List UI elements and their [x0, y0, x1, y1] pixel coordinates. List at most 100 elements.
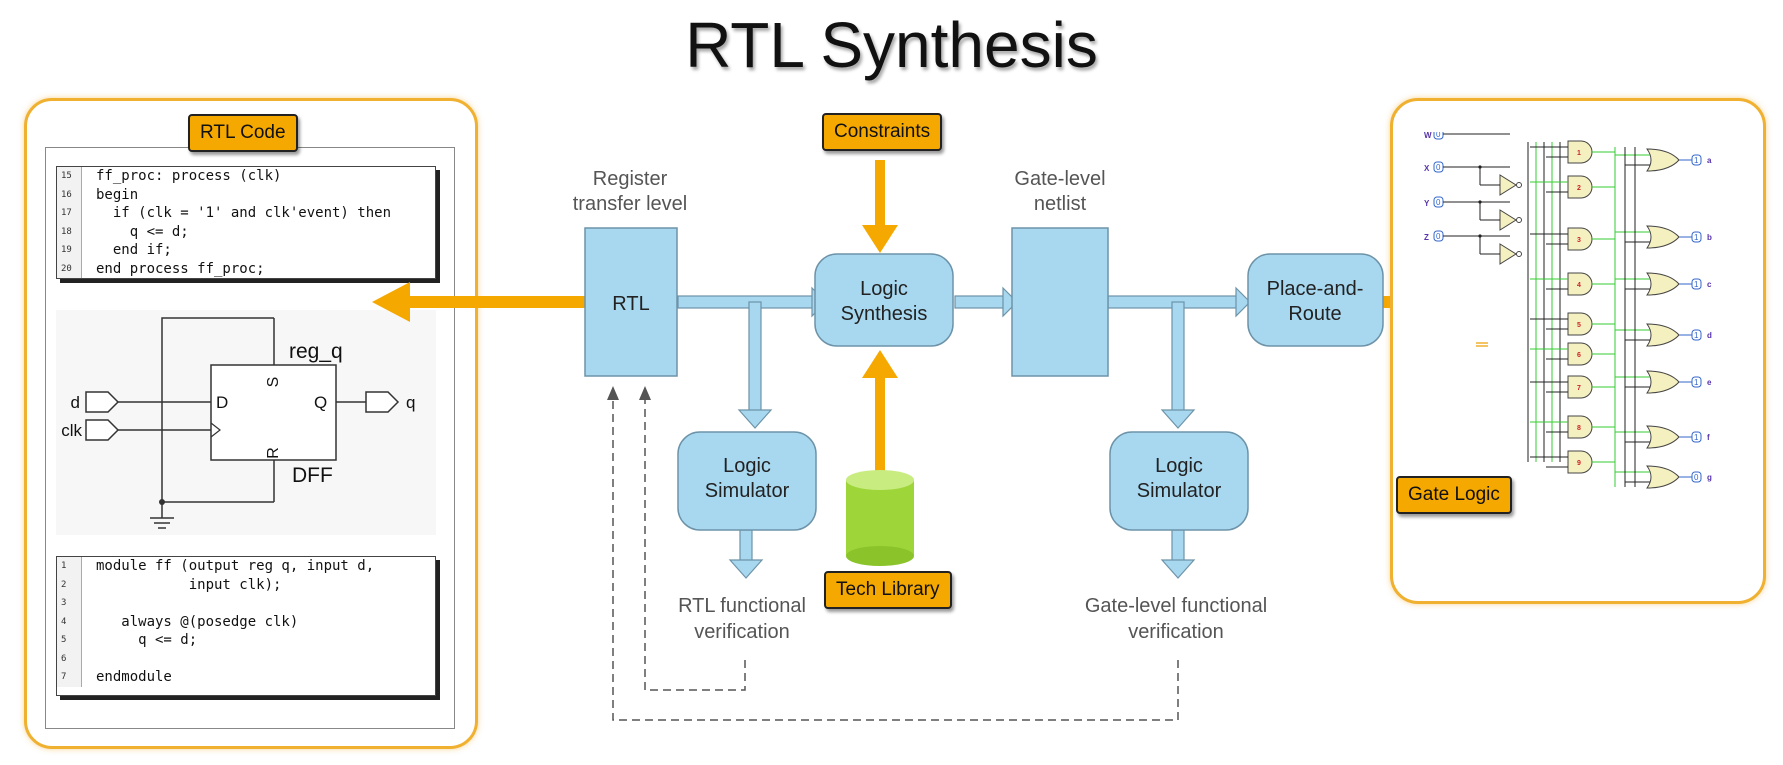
tech-library-arrow [862, 350, 898, 485]
input-value: 0 [1436, 163, 1441, 172]
reg-q-label: reg_q [289, 340, 343, 363]
line-number: 17 [57, 204, 82, 223]
dff-name-label: DFF [292, 464, 333, 487]
rtl-verification-label-1: RTL functional [678, 595, 806, 617]
vhdl-code-line: 19 end if; [57, 241, 435, 260]
inverter-bubble [1516, 182, 1522, 188]
inverter-gate [1499, 243, 1517, 265]
rtl-simulator-label-2: Simulator [705, 480, 790, 502]
inverter-gate [1499, 209, 1517, 231]
ground-icon [150, 517, 174, 529]
and-gate-number: 4 [1577, 282, 1581, 289]
gate-logic-simulator-box [1109, 431, 1249, 531]
line-number: 16 [57, 185, 82, 204]
gate-netlist-label-2: netlist [1034, 193, 1087, 215]
input-value: 0 [1436, 132, 1441, 139]
gate-verification-label-1: Gate-level functional [1085, 595, 1267, 617]
d-input-port [85, 391, 120, 413]
and-gate [1567, 312, 1593, 336]
code-text: always @(posedge clk) [96, 613, 299, 630]
dff-box [210, 364, 337, 461]
rtl-box-label: RTL [612, 293, 649, 315]
verilog-code-line: 2 input clk); [57, 575, 435, 594]
gate-sim-out-pipe [1171, 529, 1185, 563]
output-value: 1 [1694, 280, 1699, 289]
synth-to-netlist-arrowhead [1002, 286, 1018, 318]
rtl-to-sim-pipe [748, 301, 762, 413]
or-gate [1646, 425, 1680, 449]
and-gate-number: 8 [1577, 425, 1581, 432]
and-gate-number: 7 [1577, 385, 1581, 392]
rtl-sim-out-pipe [739, 529, 753, 563]
and-gate [1567, 415, 1593, 439]
gate-simulator-label-2: Simulator [1137, 480, 1222, 502]
vhdl-code-line: 18 q <= d; [57, 222, 435, 241]
logic-synthesis-label-2: Synthesis [841, 303, 928, 325]
gate-sim-out-arrowhead [1160, 559, 1196, 579]
code-text: q <= d; [96, 223, 189, 240]
and-gate-number: 9 [1577, 460, 1581, 467]
code-text: begin [96, 186, 139, 203]
place-and-route-label-1: Place-and- [1267, 278, 1364, 300]
q-output-port [365, 391, 400, 413]
clk-input-label: clk [61, 421, 82, 440]
and-gate-number: 6 [1577, 352, 1581, 359]
output-value-box [1691, 278, 1702, 290]
code-text: input clk); [96, 576, 282, 593]
inverter-bubble [1516, 217, 1522, 223]
gate-simulator-label-1: Logic [1155, 455, 1203, 477]
d-input-label: d [71, 393, 80, 412]
rtl-verification-label-2: verification [694, 621, 790, 643]
clk-input-port [85, 419, 120, 441]
wire-junction [1478, 234, 1482, 238]
rtl-code-tag: RTL Code [188, 114, 298, 152]
output-value: 1 [1694, 433, 1699, 442]
rtl-to-code-arrow [372, 282, 585, 322]
output-value: 1 [1694, 378, 1699, 387]
line-number: 19 [57, 241, 82, 260]
verilog-code-line: 5 q <= d; [57, 631, 435, 650]
input-value: 0 [1436, 232, 1441, 241]
pin-q-label: Q [314, 393, 327, 412]
rtl-feedback-arrowhead-2 [607, 386, 619, 400]
register-transfer-label-1: Register [593, 168, 668, 190]
gate-verification-label-2: verification [1128, 621, 1224, 643]
code-text: ff_proc: process (clk) [96, 168, 282, 185]
verilog-code-line: 3 [57, 594, 435, 613]
inverter-gate [1499, 174, 1517, 196]
wire-junction [1478, 200, 1482, 204]
line-number: 18 [57, 222, 82, 241]
input-label: Z [1424, 233, 1429, 242]
constraints-tag: Constraints [822, 113, 943, 151]
pin-d-label: D [216, 393, 228, 412]
rtl-feedback-dashed-line [644, 395, 746, 691]
gate-feedback-dashed-line [612, 395, 1179, 721]
rtl-sim-out-arrowhead [728, 559, 764, 579]
vhdl-code-line: 16 begin [57, 185, 435, 204]
input-value: 0 [1436, 198, 1441, 207]
netlist-to-sim-arrowhead [1160, 409, 1196, 429]
line-number: 7 [57, 668, 82, 687]
netlist-to-sim-pipe [1171, 301, 1185, 413]
output-label: b [1707, 233, 1712, 242]
tech-library-tag: Tech Library [824, 571, 952, 609]
or-gate [1646, 225, 1680, 249]
or-gate [1646, 323, 1680, 347]
output-value: 1 [1694, 233, 1699, 242]
or-gate [1646, 465, 1680, 489]
page-title: RTL Synthesis [685, 9, 1098, 81]
line-number: 20 [57, 259, 82, 278]
verilog-code-line: 4 always @(posedge clk) [57, 612, 435, 631]
rtl-feedback-arrowhead-1 [639, 386, 651, 400]
code-text: if (clk = '1' and clk'event) then [96, 205, 392, 222]
and-gate [1567, 375, 1593, 399]
input-label: W [1424, 132, 1432, 140]
line-number: 6 [57, 649, 82, 668]
